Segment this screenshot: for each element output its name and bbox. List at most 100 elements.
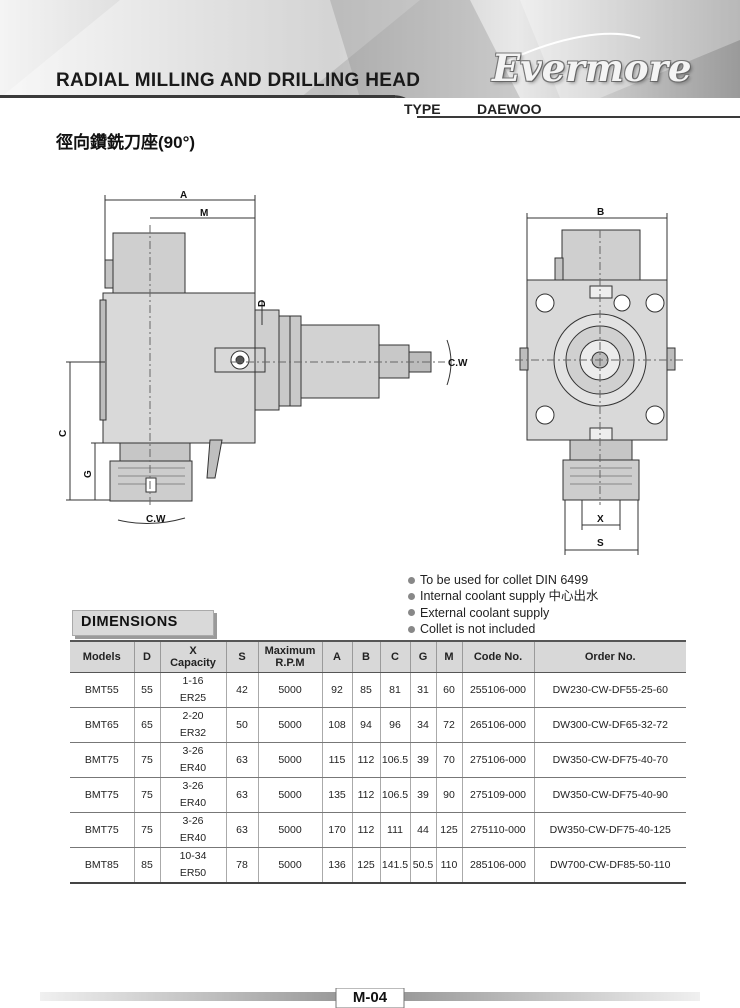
cell-d: 75 — [133, 812, 160, 848]
side-view — [66, 195, 452, 525]
type-label: TYPE — [404, 101, 441, 117]
cell-g: 50.5 — [409, 847, 436, 884]
dim-label-x: X — [597, 514, 604, 525]
cell-order: DW230-CW-DF55-25-60 — [533, 672, 686, 708]
page-title: RADIAL MILLING AND DRILLING HEAD — [56, 70, 421, 91]
cell-order: DW700-CW-DF85-50-110 — [533, 847, 686, 884]
dim-label-c: C — [58, 430, 69, 437]
cell-g: 31 — [409, 672, 436, 708]
cell-g: 39 — [409, 777, 436, 813]
note-item: External coolant supply — [408, 605, 599, 621]
cell-rpm: 5000 — [257, 847, 322, 884]
cell-rpm: 5000 — [257, 812, 322, 848]
cell-code: 275110-000 — [461, 812, 534, 848]
cell-code: 275106-000 — [461, 742, 534, 778]
cell-rpm: 5000 — [257, 777, 322, 813]
cell-model: BMT75 — [70, 742, 134, 778]
notes-list: To be used for collet DIN 6499 Internal … — [408, 572, 599, 637]
cell-a: 170 — [321, 812, 352, 848]
footer-bar — [40, 988, 700, 1008]
bullet-icon — [408, 625, 415, 633]
cell-g: 39 — [409, 742, 436, 778]
header-band — [0, 0, 740, 118]
dimensions-label: DIMENSIONS — [81, 614, 178, 630]
bullet-icon — [408, 576, 415, 584]
cell-model: BMT75 — [70, 812, 134, 848]
note-item: To be used for collet DIN 6499 — [408, 572, 599, 588]
col-header-g: G — [409, 640, 436, 673]
cell-g: 34 — [409, 707, 436, 743]
cell-c: 106.5 — [379, 742, 410, 778]
cell-code: 275109-000 — [461, 777, 534, 813]
cell-c: 106.5 — [379, 777, 410, 813]
front-view — [515, 213, 685, 555]
cell-s: 78 — [225, 847, 258, 884]
cell-d: 75 — [133, 777, 160, 813]
cell-model: BMT75 — [70, 777, 134, 813]
col-header-order: Order No. — [533, 640, 686, 673]
cell-a: 92 — [321, 672, 352, 708]
note-item: Collet is not included — [408, 621, 599, 637]
cell-s: 42 — [225, 672, 258, 708]
cw-label-right: C.W — [448, 358, 468, 369]
technical-drawing: A M D C G C.W C.W B X S — [58, 190, 685, 555]
bullet-icon — [408, 609, 415, 617]
cell-s: 63 — [225, 812, 258, 848]
page-number: M-04 — [352, 989, 388, 1006]
cw-label-bottom: C.W — [146, 514, 166, 525]
dim-label-s: S — [597, 538, 604, 549]
cell-model: BMT65 — [70, 707, 134, 743]
cell-order: DW350-CW-DF75-40-70 — [533, 742, 686, 778]
cell-order: DW350-CW-DF75-40-90 — [533, 777, 686, 813]
cell-d: 85 — [133, 847, 160, 884]
cell-b: 125 — [351, 847, 380, 884]
type-value: DAEWOO — [477, 101, 542, 117]
cell-c: 111 — [379, 812, 410, 848]
cell-rpm: 5000 — [257, 672, 322, 708]
cell-m: 90 — [435, 777, 462, 813]
cell-rpm: 5000 — [257, 707, 322, 743]
col-header-s: S — [225, 640, 258, 673]
cell-d: 65 — [133, 707, 160, 743]
cell-m: 60 — [435, 672, 462, 708]
cell-m: 72 — [435, 707, 462, 743]
cell-d: 55 — [133, 672, 160, 708]
cell-d: 75 — [133, 742, 160, 778]
cell-m: 70 — [435, 742, 462, 778]
cell-b: 112 — [351, 812, 380, 848]
note-item: Internal coolant supply 中心出水 — [408, 588, 599, 604]
cell-s: 63 — [225, 742, 258, 778]
cell-rpm: 5000 — [257, 742, 322, 778]
cell-s: 63 — [225, 777, 258, 813]
cell-a: 136 — [321, 847, 352, 884]
cell-c: 96 — [379, 707, 410, 743]
product-subtitle: 徑向鑽銑刀座(90°) — [56, 133, 196, 152]
dim-label-m: M — [200, 208, 208, 219]
col-header-d: D — [133, 640, 160, 673]
bullet-icon — [408, 592, 415, 600]
dim-label-a: A — [180, 190, 187, 201]
col-header-c: C — [379, 640, 410, 673]
cell-a: 115 — [321, 742, 352, 778]
col-header-a: A — [321, 640, 352, 673]
cell-model: BMT85 — [70, 847, 134, 884]
cell-b: 94 — [351, 707, 380, 743]
cell-b: 112 — [351, 777, 380, 813]
cell-order: DW350-CW-DF75-40-125 — [533, 812, 686, 848]
dim-label-g: G — [83, 470, 94, 478]
cell-a: 108 — [321, 707, 352, 743]
cell-m: 125 — [435, 812, 462, 848]
